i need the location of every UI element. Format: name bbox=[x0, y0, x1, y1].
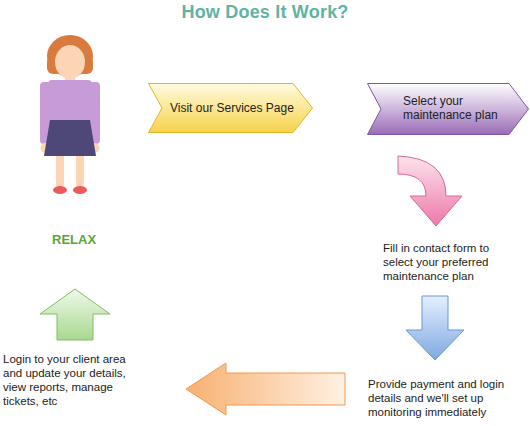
down-arrow bbox=[406, 296, 464, 360]
diagram-title: How Does It Work? bbox=[0, 2, 530, 23]
step-arrow: Visit our Services Page bbox=[148, 83, 313, 133]
step-note: Fill in contact form to select your pref… bbox=[383, 241, 513, 283]
step-arrow: Select your maintenance plan bbox=[367, 83, 529, 135]
arrow-outline bbox=[149, 84, 313, 133]
left-arrow bbox=[186, 363, 345, 415]
up-arrow bbox=[40, 289, 110, 340]
step-text: Select your maintenance plan bbox=[403, 94, 503, 122]
step-note: Login to your client area and update you… bbox=[3, 352, 143, 408]
step-text: Visit our Services Page bbox=[170, 101, 300, 115]
arrow-outline bbox=[368, 84, 529, 135]
curved-arrow bbox=[398, 156, 462, 226]
person-figure bbox=[40, 35, 100, 194]
step-note: Provide payment and login details and we… bbox=[368, 377, 518, 419]
relax-label: RELAX bbox=[52, 233, 112, 247]
